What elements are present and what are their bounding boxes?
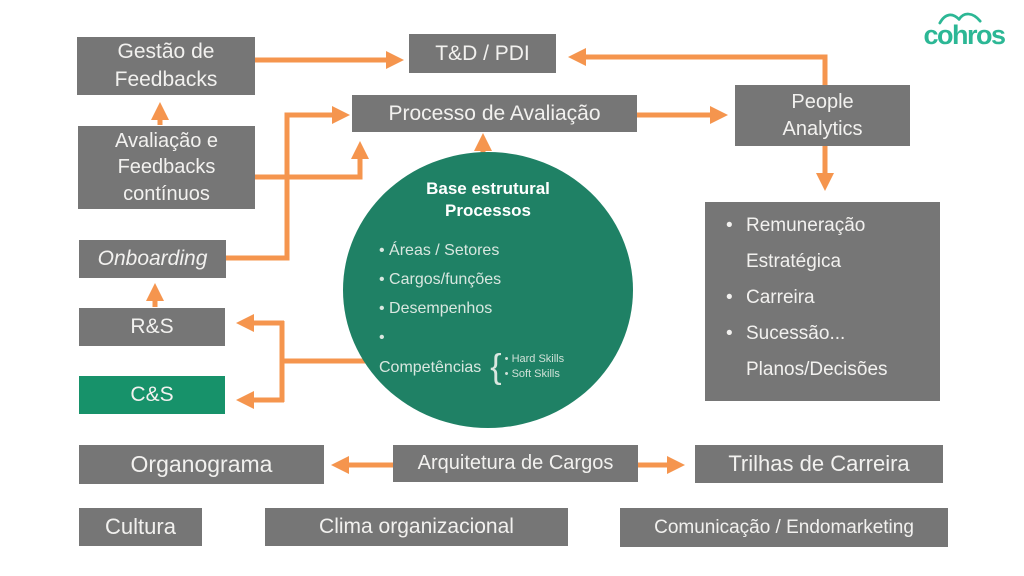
box-organograma: Organograma [79, 445, 324, 484]
panel-item-text: Sucessão... [746, 323, 846, 344]
box-processo-avaliacao: Processo de Avaliação [352, 95, 637, 132]
arrow-people-to-tdpdi [568, 48, 828, 85]
box-cs: C&S [79, 376, 225, 414]
circle-item-desempenhos: Desempenhos [379, 294, 633, 323]
box-onboarding: Onboarding [79, 240, 226, 278]
circle-item-cargos-funcoes: Cargos/funções [379, 265, 633, 294]
circle-item-competencias-label: Competências [379, 358, 482, 376]
panel-item-text: Planos/Decisões [746, 359, 888, 380]
panel-item-carreira: • Carreira [705, 280, 940, 316]
circle-list: Áreas / Setores Cargos/funções Desempenh… [343, 236, 633, 386]
box-gestao-feedbacks: Gestão de Feedbacks [77, 37, 255, 95]
panel-item-estrategica: Estratégica [705, 244, 940, 280]
circle-item-areas-setores: Áreas / Setores [379, 236, 633, 265]
circle-item-competencias: Competências { Hard Skills Soft Skills [379, 323, 633, 386]
box-people-analytics: People Analytics [735, 85, 910, 146]
skills-list: Hard Skills Soft Skills [505, 352, 565, 382]
bullet: • [726, 287, 733, 308]
bird-icon [938, 12, 982, 25]
bullet [726, 352, 746, 388]
panel-people-analytics-outputs: • Remuneração Estratégica • Carreira • S… [705, 202, 940, 401]
panel-item-text: Carreira [746, 287, 815, 308]
cohros-logo: cohros [922, 10, 1006, 49]
circle-base-estrutural: Base estrutural Processos Áreas / Setore… [343, 152, 633, 428]
box-cultura: Cultura [79, 508, 202, 546]
panel-item-remuneracao: • Remuneração [705, 208, 940, 244]
arrow-avaliacao-to-processo [255, 141, 369, 180]
bullet [726, 244, 746, 280]
skill-soft: Soft Skills [505, 367, 565, 382]
skill-hard: Hard Skills [505, 352, 565, 367]
box-arquitetura-cargos: Arquitetura de Cargos [393, 445, 638, 482]
box-trilhas-carreira: Trilhas de Carreira [695, 445, 943, 483]
circle-title: Base estrutural Processos [426, 179, 550, 220]
box-avaliacao-feedbacks-continuos: Avaliação e Feedbacks contínuos [78, 126, 255, 209]
panel-item-text: Remuneração [746, 215, 866, 236]
panel-item-text: Estratégica [746, 251, 842, 272]
box-comunicacao-endomarketing: Comunicação / Endomarketing [620, 508, 948, 547]
bullet: • [726, 323, 733, 344]
panel-item-sucessao: • Sucessão... [705, 316, 940, 352]
logo-text: cohros [923, 20, 1006, 50]
box-clima-organizacional: Clima organizacional [265, 508, 568, 546]
box-td-pdi: T&D / PDI [409, 34, 556, 73]
bullet: • [726, 215, 733, 236]
brace-glyph: { [490, 348, 502, 386]
panel-item-planos-decisoes: Planos/Decisões [705, 352, 940, 388]
box-rs: R&S [79, 308, 225, 346]
